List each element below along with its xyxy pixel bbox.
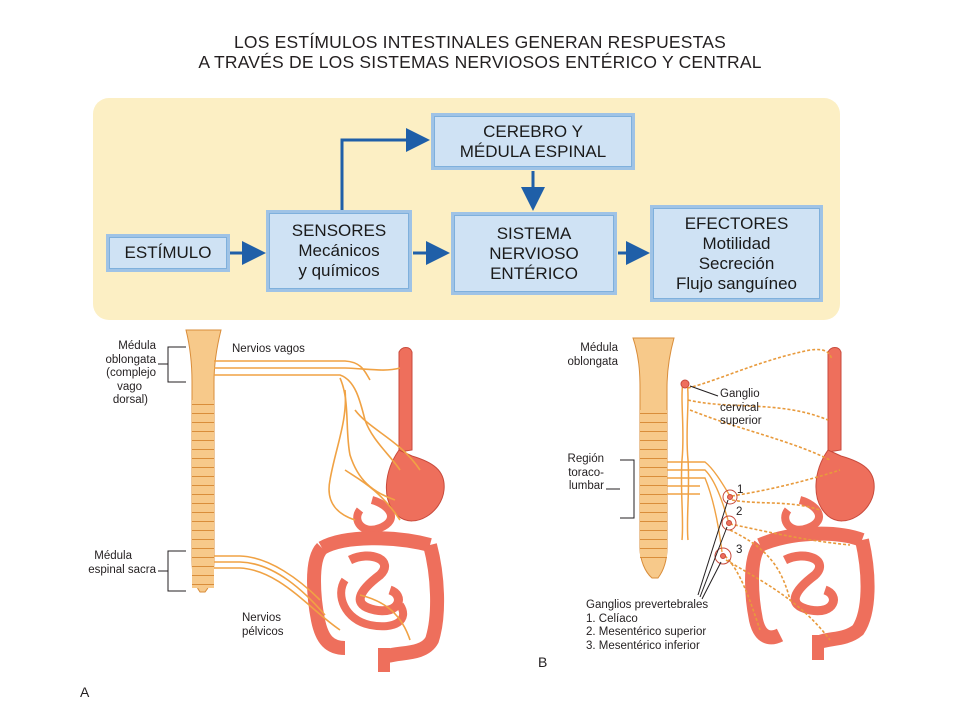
sensors-line-3: y químicos xyxy=(298,261,380,280)
effectors-line-2: Motilidad xyxy=(702,233,771,253)
brain-line-1: CEREBRO Y xyxy=(483,121,583,141)
panel-b-letter: B xyxy=(538,654,548,670)
panel-b-prevertebral-label: Ganglios prevertebrales 1. Celíaco 2. Me… xyxy=(586,599,708,653)
brain-line-2: MÉDULA ESPINAL xyxy=(459,141,607,161)
effectors-line-3: Secreción xyxy=(698,253,775,273)
panel-a-medulla-label: Médula oblongata (complejo vago dorsal) xyxy=(82,340,156,408)
panel-b-sympathetic-chain xyxy=(680,381,690,541)
cervical-ganglion-dot xyxy=(680,379,690,389)
panel-a-pelvic-line-2: pélvicos xyxy=(242,625,284,638)
panel-b-dashed-nerves xyxy=(687,348,851,641)
panel-a-gut xyxy=(307,347,445,672)
stimulus-label: ESTÍMULO xyxy=(124,243,212,262)
panel-a-pelvic-line-1: Nervios xyxy=(242,612,281,624)
panel-a-sacral-line-2: espinal sacra xyxy=(88,563,156,576)
panel-b-region-line-3: lumbar xyxy=(568,480,604,492)
panel-a-nerves xyxy=(214,360,421,641)
flow-arrow-lines xyxy=(230,128,650,265)
panel-b-ganglion-line-1: Ganglio xyxy=(720,388,760,400)
brain-box: CEREBRO Y MÉDULA ESPINAL xyxy=(431,113,635,170)
title-line-1: LOS ESTÍMULOS INTESTINALES GENERAN RESPU… xyxy=(234,32,726,52)
panel-b-region-label: Región toraco- lumbar xyxy=(550,453,604,494)
enteric-line-3: ENTÉRICO xyxy=(490,263,578,283)
prevertebral-title: Ganglios prevertebrales xyxy=(586,599,709,611)
panel-b-ganglion-label: Ganglio cervical superior xyxy=(720,388,762,429)
panel-a-medulla-line-4: vago xyxy=(117,380,142,393)
panel-b-region-line-2: toraco- xyxy=(568,466,604,479)
title-line-2: A TRAVÉS DE LOS SISTEMAS NERVIOSOS ENTÉR… xyxy=(198,52,762,72)
effectors-line-4: Flujo sanguíneo xyxy=(676,273,797,293)
panel-b-ganglion-line-3: superior xyxy=(720,415,762,427)
panel-a-letter: A xyxy=(80,684,90,700)
effectors-line-1: EFECTORES xyxy=(684,213,789,233)
panel-a-sacral-label: Médula espinal sacra xyxy=(60,550,156,577)
panel-a-vagus-label: Nervios vagos xyxy=(232,343,305,355)
enteric-line-1: SISTEMA xyxy=(496,223,572,243)
panel-b-medulla-line-2: oblongata xyxy=(567,355,618,368)
panel-a-medulla-line-5: dorsal) xyxy=(112,394,148,406)
panel-a-brackets xyxy=(158,346,186,592)
sensors-label: SENSORES xyxy=(291,221,387,240)
panel-a-sacral-line-1: Médula xyxy=(94,550,132,562)
prevertebral-item-3: 3. Mesentérico inferior xyxy=(586,639,700,652)
panel-b-ganglion-line-2: cervical xyxy=(720,401,759,414)
ganglion-number-3: 3 xyxy=(736,544,743,556)
panel-b-spinal-cord xyxy=(632,337,675,579)
panel-b-medulla-line-1: Médula xyxy=(580,342,618,354)
effectors-box: EFECTORES Motilidad Secreción Flujo sang… xyxy=(650,205,823,302)
panel-b-medulla-label: Médula oblongata xyxy=(550,342,618,369)
panel-a-medulla-line-1: Médula xyxy=(118,340,156,352)
sensors-box: SENSORES Mecánicos y químicos xyxy=(266,210,412,292)
panel-b-gut xyxy=(745,347,875,660)
sensors-line-2: Mecánicos xyxy=(298,241,380,260)
panel-b-nerves xyxy=(667,461,731,553)
ganglion-number-2: 2 xyxy=(736,506,743,518)
ganglion-number-1: 1 xyxy=(737,484,744,496)
panel-a-spinal-cord xyxy=(185,329,222,593)
enteric-box: SISTEMA NERVIOSO ENTÉRICO xyxy=(451,212,617,295)
panel-a-medulla-line-3: (complejo xyxy=(106,367,156,379)
enteric-line-2: NERVIOSO xyxy=(489,243,579,263)
prevertebral-item-1: 1. Celíaco xyxy=(586,612,638,625)
panel-b-region-line-1: Región xyxy=(567,453,604,465)
stimulus-box: ESTÍMULO xyxy=(106,234,230,272)
panel-b-pointer-lines xyxy=(606,385,729,600)
prevertebral-item-2: 2. Mesentérico superior xyxy=(586,626,707,638)
panel-b-prevertebral-ganglia xyxy=(714,489,738,565)
panel-a-pelvic-label: Nervios pélvicos xyxy=(242,612,284,639)
panel-a-medulla-line-2: oblongata xyxy=(105,353,156,366)
